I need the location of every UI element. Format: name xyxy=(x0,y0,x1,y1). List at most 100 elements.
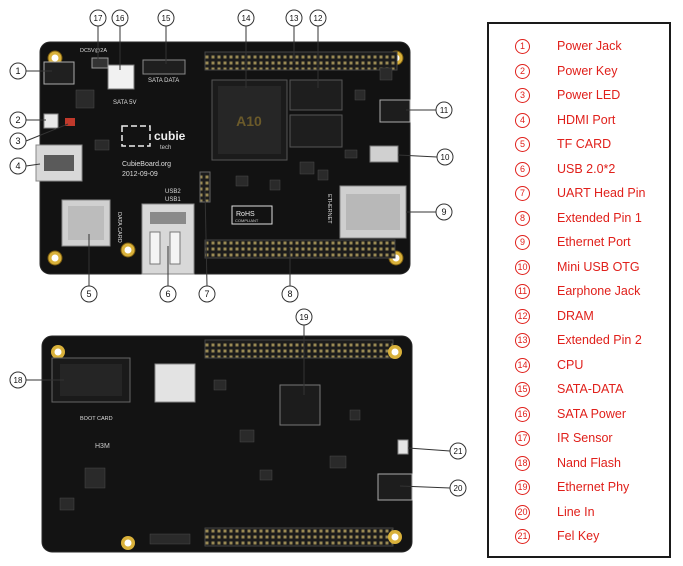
callout-10: 10 xyxy=(436,148,454,166)
fel-key xyxy=(397,439,409,455)
legend-label: Power Jack xyxy=(557,39,622,53)
legend-number: 1 xyxy=(515,39,530,54)
legend-number: 19 xyxy=(515,480,530,495)
power-led xyxy=(65,118,75,126)
website-text: CubieBoard.org xyxy=(122,161,171,168)
dc5v-label: DC5V@2A xyxy=(80,48,107,54)
legend-item-cpu: 14 CPU xyxy=(489,355,669,377)
legend-number: 14 xyxy=(515,357,530,373)
usb2-label: USB2 xyxy=(165,189,181,195)
extended-pin-1-header xyxy=(204,239,396,259)
legend-number: 5 xyxy=(515,137,530,152)
ir-sensor xyxy=(91,57,109,69)
legend-label: CPU xyxy=(557,357,584,372)
legend-label: Extended Pin 1 xyxy=(557,210,642,225)
callout-18: 18 xyxy=(9,371,27,389)
callout-lines xyxy=(25,26,451,489)
legend-label: Ethernet Phy xyxy=(557,480,630,494)
legend-number: 12 xyxy=(515,308,530,324)
legend-label: IR Sensor xyxy=(557,431,613,445)
back-header-top xyxy=(204,339,394,359)
legend-item-mini-usb-otg: 10 Mini USB OTG xyxy=(489,257,669,279)
svg-text:2: 2 xyxy=(15,115,20,125)
svg-text:cubie: cubie xyxy=(154,129,186,143)
callout-7: 7 xyxy=(198,285,216,303)
legend-label: Mini USB OTG xyxy=(557,259,640,274)
callout-3: 3 xyxy=(9,132,27,150)
legend-item-earphone-jack: 11 Earphone Jack xyxy=(489,281,669,303)
callout-4: 4 xyxy=(9,157,27,175)
sata-data-connector xyxy=(142,59,186,75)
svg-text:21: 21 xyxy=(454,447,463,456)
cpu-mark: A10 xyxy=(236,113,262,129)
ethernet-phy-chip xyxy=(279,384,321,426)
board-back: BOOT CARD H3M xyxy=(41,335,413,553)
svg-text:5: 5 xyxy=(86,289,91,299)
usb1-label: USB1 xyxy=(165,197,181,203)
svg-text:1: 1 xyxy=(15,66,20,76)
legend-number: 11 xyxy=(515,284,530,299)
legend-label: Fel Key xyxy=(557,529,600,543)
legend-number: 13 xyxy=(515,333,530,348)
mini-usb-port xyxy=(369,145,399,163)
callout-5: 5 xyxy=(80,285,98,303)
legend-number: 18 xyxy=(515,455,530,471)
legend-number: 7 xyxy=(515,186,530,201)
board-diagram: A10 SATA DATA SATA 5V DC5V@2A DATA CARD … xyxy=(9,9,467,553)
callout-1: 1 xyxy=(9,62,27,80)
svg-text:9: 9 xyxy=(441,207,446,217)
boot-card-label: BOOT CARD xyxy=(80,416,113,422)
svg-text:6: 6 xyxy=(165,289,170,299)
svg-text:7: 7 xyxy=(204,289,209,299)
legend-number: 9 xyxy=(515,235,530,250)
legend-number: 10 xyxy=(515,259,530,275)
svg-text:20: 20 xyxy=(454,484,463,493)
svg-text:15: 15 xyxy=(162,14,171,23)
sata-data-label: SATA DATA xyxy=(148,78,179,84)
extended-pin-2-header xyxy=(204,51,398,71)
svg-text:17: 17 xyxy=(94,14,103,23)
legend-item-power-jack: 1 Power Jack xyxy=(489,36,669,58)
back-header-bottom xyxy=(204,527,394,547)
sata-power-connector xyxy=(107,64,135,90)
legend-item-ethernet-port: 9 Ethernet Port xyxy=(489,232,669,254)
svg-text:12: 12 xyxy=(314,14,323,23)
legend-number: 6 xyxy=(515,161,530,177)
date-text: 2012-09-09 xyxy=(122,171,158,178)
callout-markers: 1 2 3 4 5 6 7 8 9 10 11 12 13 14 15 16 1… xyxy=(9,9,467,497)
legend-label: Ethernet Port xyxy=(557,235,631,249)
legend-number: 20 xyxy=(515,504,530,520)
callout-14: 14 xyxy=(237,9,255,27)
callout-17: 17 xyxy=(89,9,107,27)
line-in-jack xyxy=(377,473,413,501)
legend-label: Earphone Jack xyxy=(557,284,641,298)
power-key xyxy=(43,113,59,129)
dram-chip xyxy=(289,79,343,111)
legend-number: 16 xyxy=(515,406,530,422)
callout-9: 9 xyxy=(435,203,453,221)
callout-2: 2 xyxy=(9,111,27,129)
legend-label: TF CARD xyxy=(557,137,612,151)
svg-text:10: 10 xyxy=(441,153,450,162)
legend-item-ethernet-phy: 19 Ethernet Phy xyxy=(489,477,669,499)
legend-number: 4 xyxy=(515,112,530,128)
legend-label: Extended Pin 2 xyxy=(557,333,642,347)
callout-16: 16 xyxy=(111,9,129,27)
legend-number: 2 xyxy=(515,63,530,79)
svg-text:19: 19 xyxy=(300,313,309,322)
legend-number: 15 xyxy=(515,382,530,397)
dram-chip xyxy=(289,114,343,148)
